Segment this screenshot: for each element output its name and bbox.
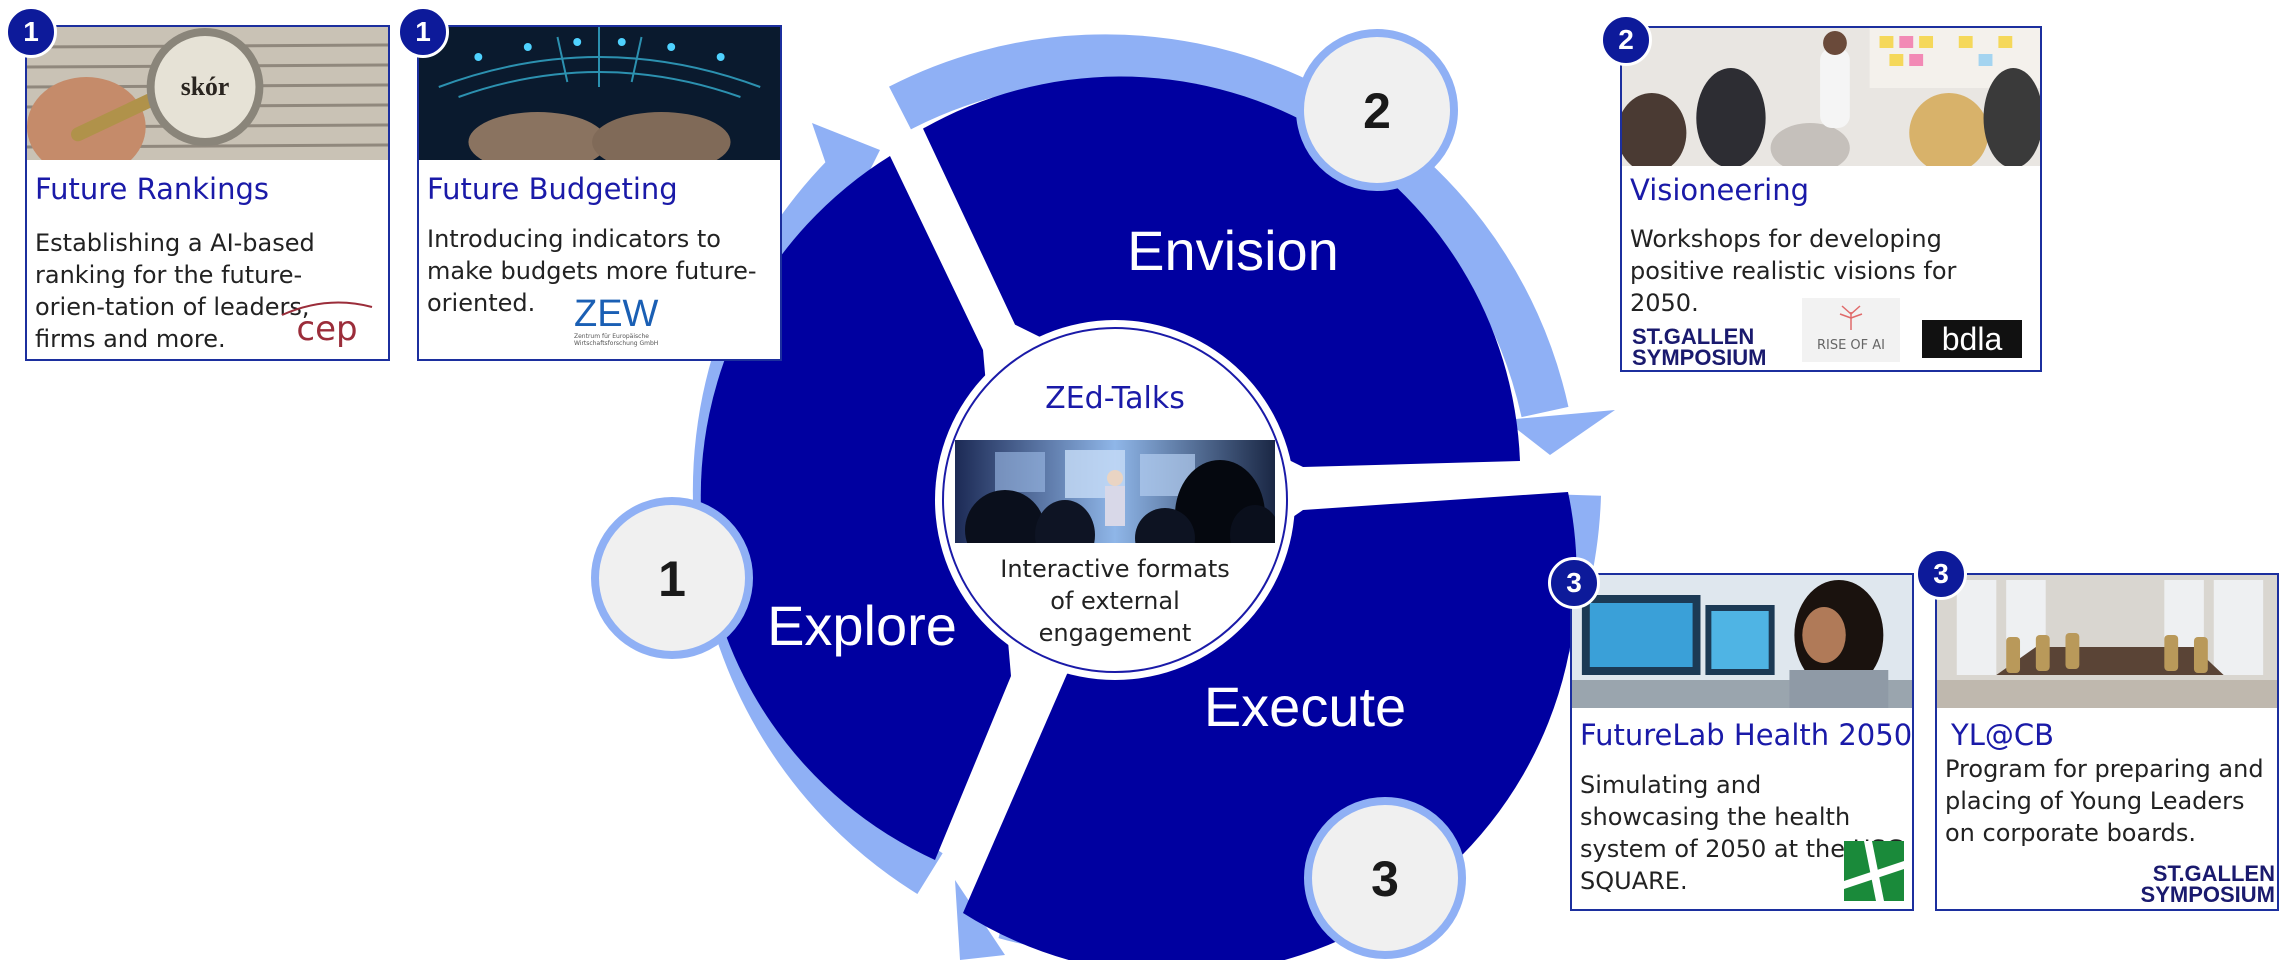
card-title: Future Budgeting [427,172,678,206]
center-description: Interactive formats of external engageme… [1000,555,1230,647]
badge-step-1: 1 [397,6,449,58]
zew-logo: ZEW Zentrum für Europäische Wirtschaftsf… [574,293,659,347]
svg-text:2: 2 [1363,83,1391,139]
segment-label-execute: Execute [1204,675,1406,738]
svg-text:1: 1 [658,551,686,607]
step-number-2: 2 [1296,29,1458,191]
bdla-logo: bdla [1922,320,2022,358]
rise-of-ai-logo: RISE OF AI [1802,298,1900,362]
st-gallen-symposium-logo: ST.GALLEN SYMPOSIUM [2140,861,2275,907]
card-title: YL@CB [1951,718,2055,752]
card-title: FutureLab Health 2050 [1580,718,1913,752]
badge-step-2: 2 [1600,14,1652,66]
card-future-budgeting: Future Budgeting Introducing indicators … [417,25,782,361]
presentation-audience-image [955,440,1275,543]
badge-step-1: 1 [5,6,57,58]
center-photo [955,440,1275,543]
svg-text:cep: cep [296,309,357,349]
boardroom-image [1937,575,2277,708]
card-title: Visioneering [1630,173,1809,207]
workshop-meeting-image [1622,28,2040,166]
card-description: Establishing a AI-based ranking for the … [35,229,315,353]
card-visioneering: Visioneering Workshops for developing po… [1620,26,2042,372]
badge-step-3: 3 [1548,557,1600,609]
step-number-1: 1 [591,497,753,659]
arrow-head-explore [812,123,880,220]
green-square-logo [1844,841,1904,901]
card-ylcb: YL@CB Program for preparing and placing … [1935,573,2279,911]
hands-network-image [419,27,780,160]
brain-icon [1839,305,1863,330]
cep-logo: cep [281,301,373,349]
arrow-head-envision [1505,410,1615,455]
monitor-researcher-image [1572,575,1912,708]
segment-label-explore: Explore [767,594,957,657]
step-number-3: 3 [1304,797,1466,959]
segment-label-envision: Envision [1127,219,1339,282]
card-futurelab-health: FutureLab Health 2050 Simulating and sho… [1570,573,1914,911]
st-gallen-symposium-logo: ST.GALLEN SYMPOSIUM [1632,324,1767,370]
center-circle-border [942,327,1288,673]
card-description: Introducing indicators to make budgets m… [427,225,757,317]
card-title: Future Rankings [35,172,269,206]
card-description: Workshops for developing positive realis… [1630,225,1957,317]
svg-text:skór: skór [181,72,230,101]
svg-text:3: 3 [1371,851,1399,907]
card-future-rankings: skór Future Rankings Establishing a AI-b… [25,25,390,361]
center-title: ZEd-Talks [1045,381,1185,416]
badge-step-3: 3 [1915,548,1967,600]
card-description: Program for preparing and placing of You… [1945,755,2264,847]
magnifying-glass-newspaper-image: skór [27,27,388,160]
